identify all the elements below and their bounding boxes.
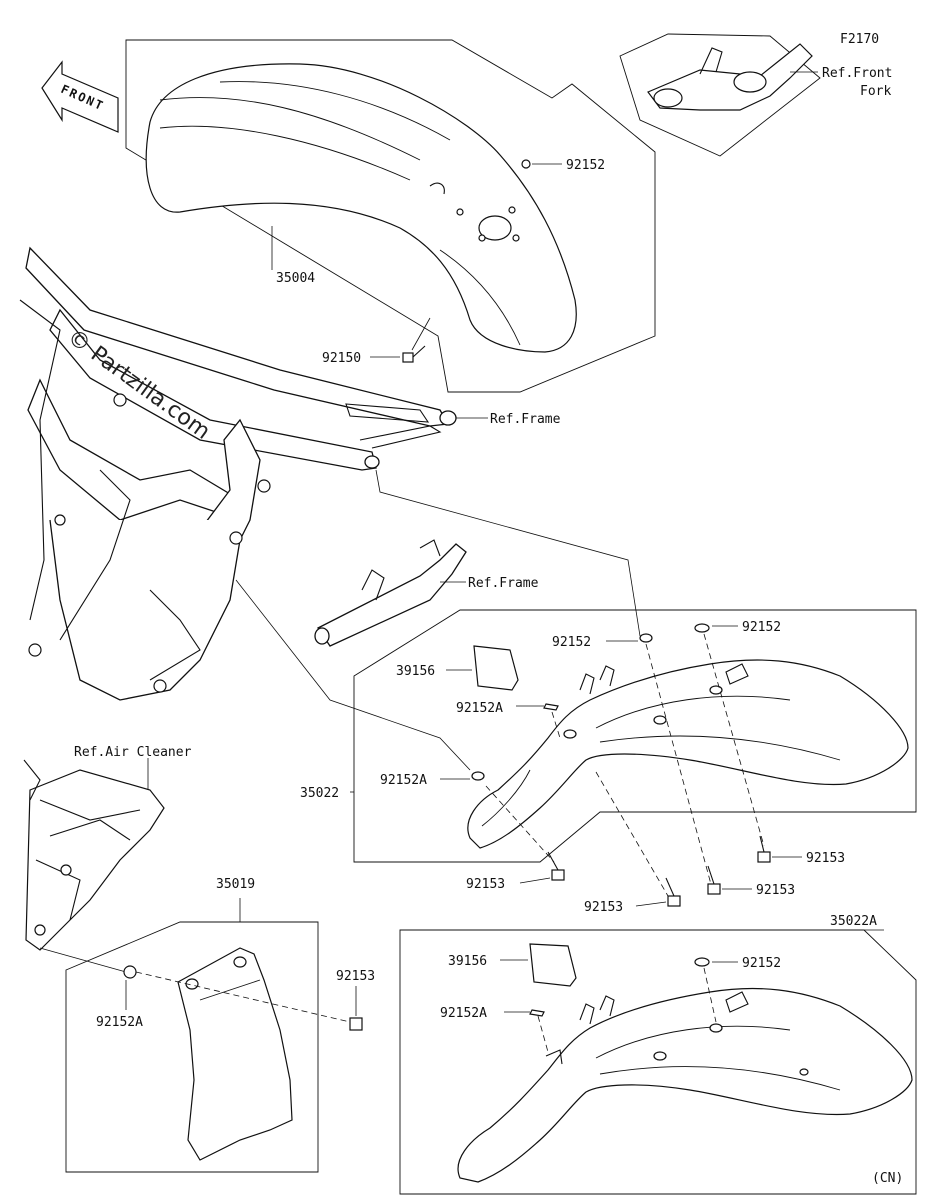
part-92150-label[interactable]: 92150 — [322, 351, 361, 366]
bolt-92153-4[interactable] — [757, 835, 771, 863]
part-35022A-label[interactable]: 35022A — [830, 914, 877, 929]
front-fender[interactable] — [145, 63, 577, 353]
reflector-39156-cn[interactable] — [529, 943, 577, 987]
part-92153-1-label[interactable]: 92153 — [466, 877, 505, 892]
front-arrow-icon: FRONT — [41, 60, 119, 133]
ref-front-fork-label-1[interactable]: Ref.Front — [822, 66, 892, 81]
nut-92152-1[interactable] — [639, 633, 653, 643]
bolt-92153-flap[interactable] — [349, 1017, 363, 1031]
part-92152-cn-label[interactable]: 92152 — [742, 956, 781, 971]
part-39156-cn-label[interactable]: 39156 — [448, 954, 487, 969]
clip-92152A-flap[interactable] — [123, 965, 137, 979]
fork-ref-outline — [619, 33, 821, 157]
part-35019-label[interactable]: 35019 — [216, 877, 255, 892]
part-35022-label[interactable]: 35022 — [300, 786, 339, 801]
part-39156-label[interactable]: 39156 — [396, 664, 435, 679]
front-fork-bracket — [647, 43, 813, 111]
clip-92152A-1[interactable] — [543, 703, 559, 711]
part-92152A-1-label[interactable]: 92152A — [456, 701, 503, 716]
frame — [19, 246, 457, 701]
flap-group-outline — [65, 921, 319, 1173]
part-92152A-cn-label[interactable]: 92152A — [440, 1006, 487, 1021]
part-92152-top-label[interactable]: 92152 — [566, 158, 605, 173]
figure-code: F2170 — [840, 32, 879, 47]
ref-front-fork-label-2[interactable]: Fork — [860, 84, 891, 99]
rear-fender-cn[interactable] — [457, 987, 913, 1183]
bolt-92153-1[interactable] — [547, 851, 565, 881]
ref-air-cleaner-label[interactable]: Ref.Air Cleaner — [74, 745, 192, 760]
rear-fender[interactable] — [467, 659, 909, 849]
clip-92152A-2[interactable] — [471, 771, 485, 781]
reflector-39156[interactable] — [473, 645, 519, 691]
part-92153-3-label[interactable]: 92153 — [756, 883, 795, 898]
ref-frame-label-1[interactable]: Ref.Frame — [490, 412, 561, 427]
nut-92152-cn[interactable] — [694, 957, 710, 967]
part-92152-rear-2-label[interactable]: 92152 — [742, 620, 781, 635]
part-92152A-2-label[interactable]: 92152A — [380, 773, 427, 788]
region-note: (CN) — [872, 1171, 903, 1186]
nut-92152-2[interactable] — [694, 623, 710, 633]
part-92152-rear-1-label[interactable]: 92152 — [552, 635, 591, 650]
flap-35019[interactable] — [177, 947, 293, 1161]
front-fender-group-outline — [125, 39, 656, 393]
rear-fender-cn-outline — [399, 929, 917, 1195]
part-92153-flap-label[interactable]: 92153 — [336, 969, 375, 984]
clip-92152A-cn[interactable] — [529, 1009, 545, 1017]
bolt-92153-3[interactable] — [707, 865, 721, 895]
part-92153-2-label[interactable]: 92153 — [584, 900, 623, 915]
part-92152A-flap-label[interactable]: 92152A — [96, 1015, 143, 1030]
washer-92152-top[interactable] — [521, 159, 531, 169]
rear-fender-group-outline — [353, 609, 917, 863]
ref-frame-label-2[interactable]: Ref.Frame — [468, 576, 539, 591]
frame-bracket — [314, 539, 467, 647]
part-92153-4-label[interactable]: 92153 — [806, 851, 845, 866]
bolt-92153-2[interactable] — [665, 877, 681, 907]
part-35004-label[interactable]: 35004 — [276, 271, 315, 286]
air-cleaner-ref — [23, 759, 165, 951]
bolt-92150[interactable] — [402, 345, 426, 363]
